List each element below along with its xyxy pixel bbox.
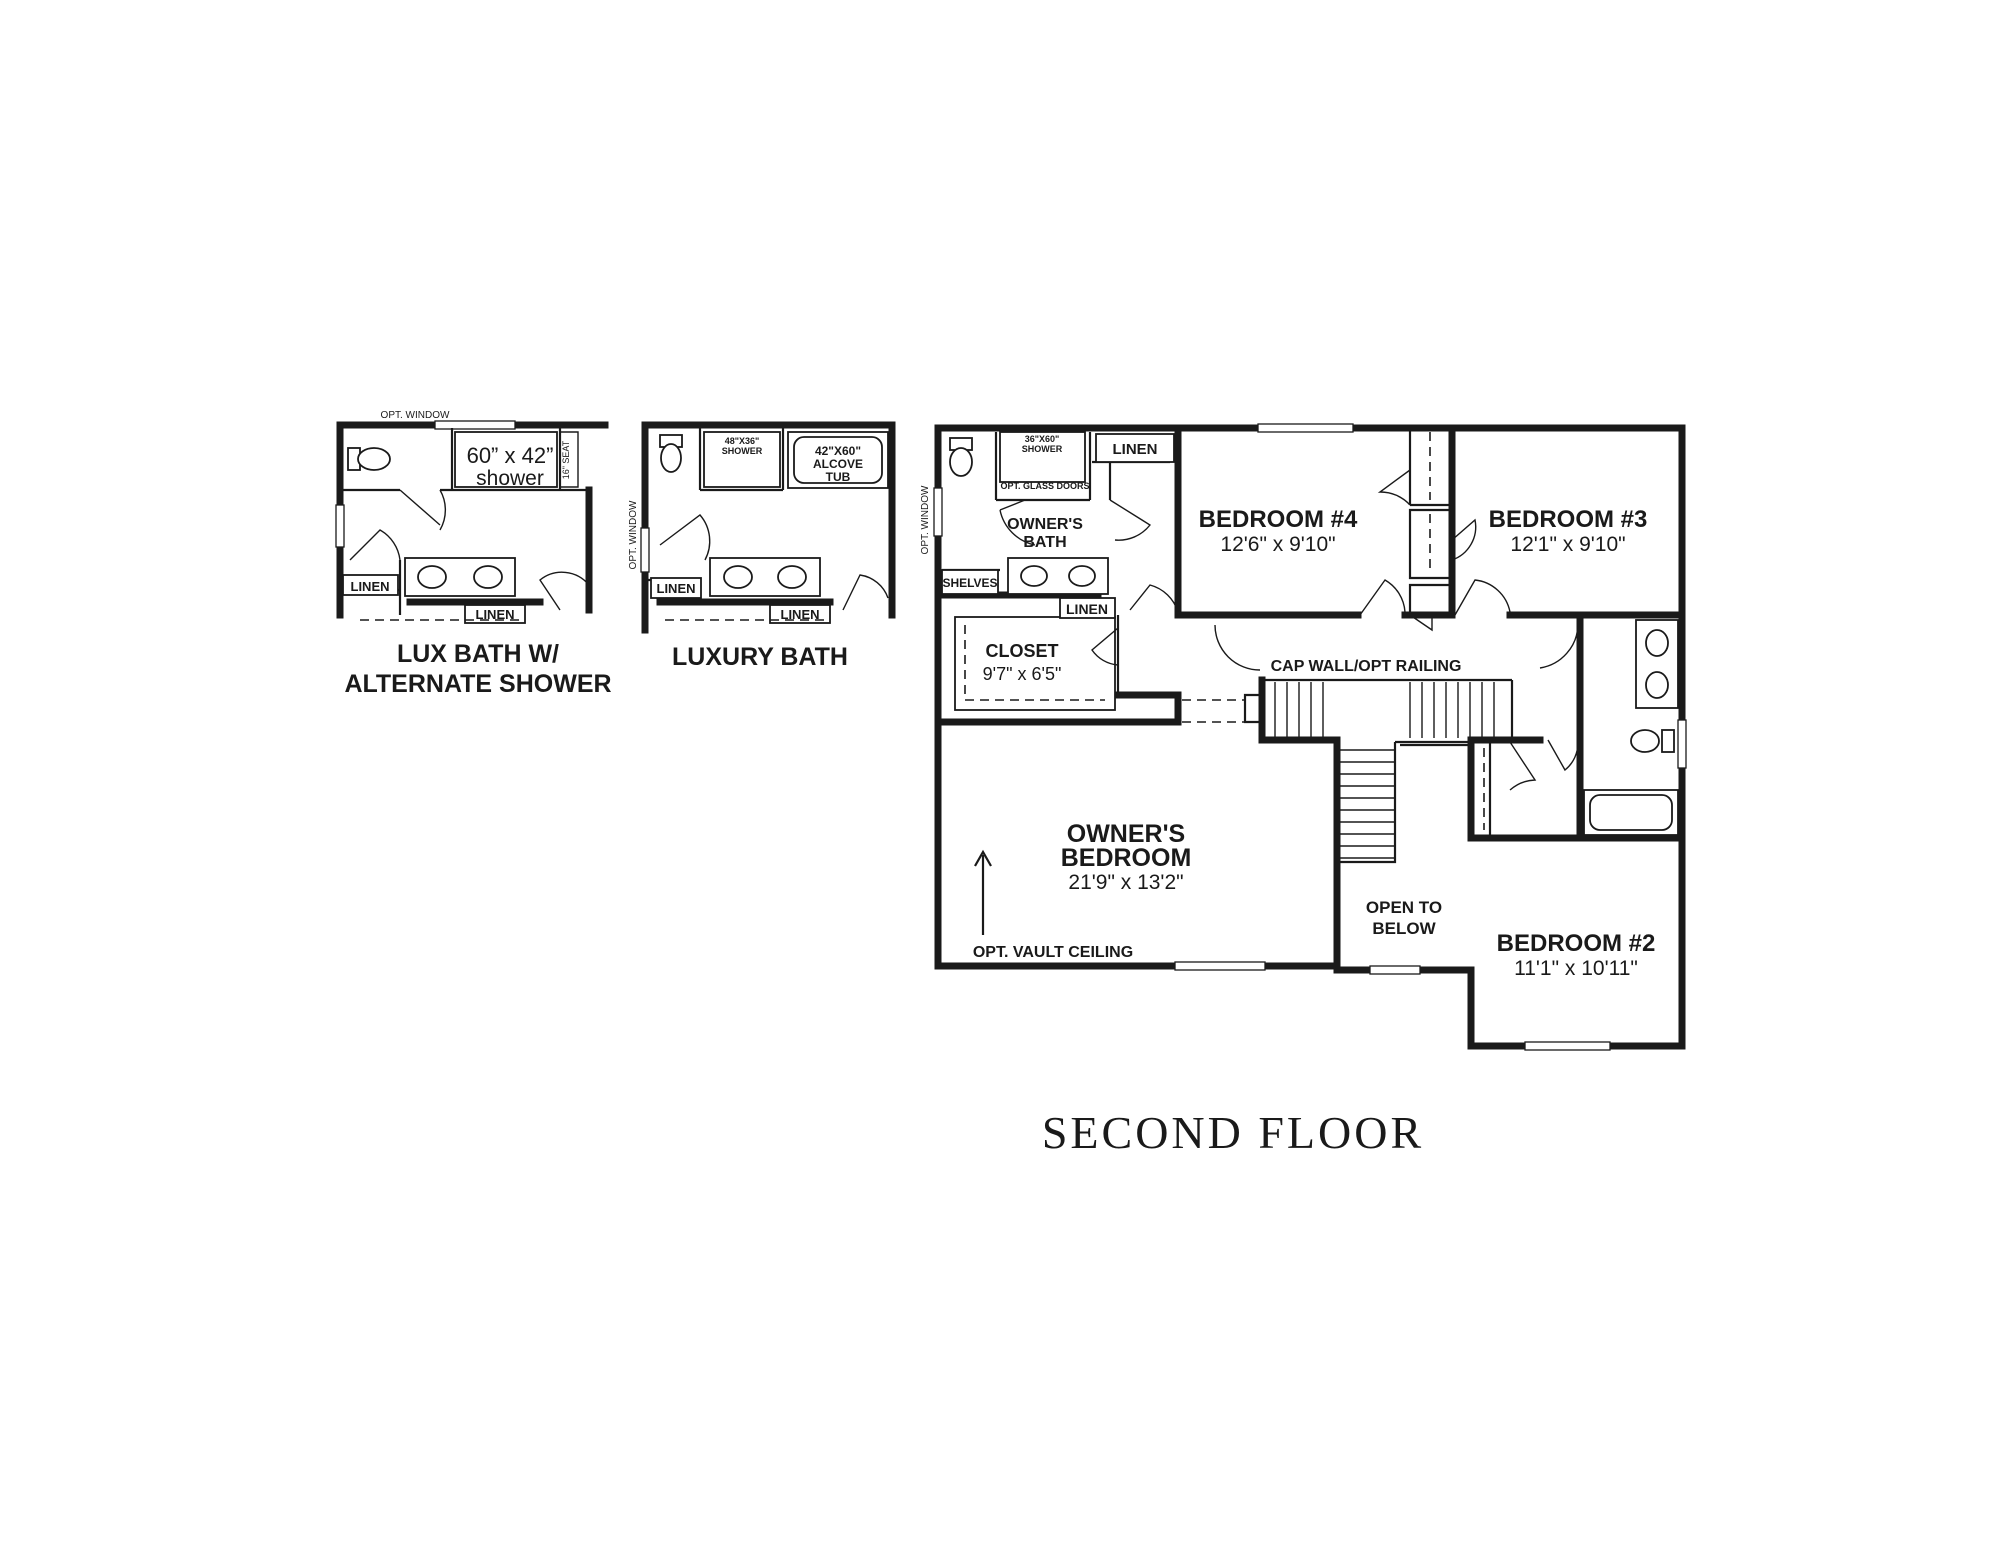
double-vanity-icon: [1635, 619, 1679, 709]
bedroom2-name: BEDROOM #2: [1497, 930, 1656, 957]
linen-box: [769, 604, 831, 624]
door-swing: [349, 529, 401, 561]
luxury-opt-window-label: OPT. WINDOW: [628, 500, 639, 569]
lux-opt-window-label: OPT. WINDOW: [381, 410, 450, 421]
cap-wall-label: CAP WALL/OPT RAILING: [1271, 658, 1462, 675]
closet-name: CLOSET: [985, 641, 1058, 661]
window-marker: [1174, 961, 1266, 971]
toilet-icon: [347, 447, 391, 471]
bedroom3-name: BEDROOM #3: [1489, 506, 1648, 533]
door-swing: [1129, 584, 1179, 613]
toilet-icon: [1630, 729, 1675, 753]
owners-bedroom-line1: OWNER'S: [1067, 820, 1185, 848]
shelves-box: [941, 569, 999, 595]
window-marker: [1369, 965, 1421, 975]
owners-bedroom-size: 21'9" x 13'2": [1068, 871, 1183, 894]
door-swing: [399, 489, 447, 531]
lux-linen-1: LINEN: [351, 579, 390, 594]
linen-box: [342, 574, 399, 596]
lux-bath-title-1: LUX BATH W/: [397, 640, 559, 668]
luxury-bath-title: LUXURY BATH: [672, 643, 848, 671]
open-below-line2: BELOW: [1372, 919, 1436, 938]
shower-icon: [454, 431, 558, 488]
door-swing: [1359, 579, 1406, 616]
bedroom3-size: 12'1" x 9'10": [1510, 533, 1625, 556]
door-swing: [1091, 627, 1119, 666]
bedroom2-size: 11'1" x 10'11": [1514, 957, 1638, 980]
window-marker: [1677, 719, 1687, 769]
linen-box: [650, 577, 702, 599]
door-swing: [1409, 614, 1433, 632]
closet-shelf-outline: [954, 616, 1116, 711]
owners-bedroom-line2: BEDROOM: [1061, 844, 1192, 872]
alcove-tub-icon: [787, 431, 889, 489]
lux-shower-size: 60” x 42”: [467, 443, 554, 468]
owners-bath-line2: BATH: [1023, 534, 1066, 551]
toilet-icon: [659, 434, 683, 473]
tub-line-3: TUB: [826, 470, 851, 484]
window-marker: [640, 527, 650, 573]
shower-icon: [999, 431, 1086, 483]
owners-glass-doors: OPT. GLASS DOORS: [1000, 481, 1089, 491]
door-swing: [1454, 579, 1511, 616]
luxury-linen-1: LINEN: [657, 581, 696, 596]
double-vanity-icon: [709, 557, 821, 597]
tub-line-1: 42"X60": [815, 444, 861, 458]
vault-arrowhead-icon: [974, 849, 992, 867]
seat-label: 16" SEAT: [561, 440, 571, 479]
plan-title: SECOND FLOOR: [1042, 1107, 1424, 1158]
owners-bedroom-vault: OPT. VAULT CEILING: [973, 944, 1133, 961]
window-marker: [335, 504, 345, 548]
owners-bath-line1: OWNER'S: [1007, 516, 1083, 533]
linen-box: [464, 604, 526, 624]
window-marker: [1257, 423, 1354, 433]
shower-icon: [703, 431, 781, 488]
door-swing: [1214, 624, 1261, 671]
window-marker: [1524, 1041, 1611, 1051]
owners-shower-word: SHOWER: [1022, 444, 1063, 454]
linen-closet-label: LINEN: [1066, 601, 1108, 617]
double-vanity-icon: [404, 557, 516, 597]
owners-shelves-label: SHELVES: [942, 576, 997, 590]
owners-shower-size: 36"X60": [1025, 434, 1060, 444]
luxury-shower-word: SHOWER: [722, 446, 763, 456]
lux-bath-title-2: ALTERNATE SHOWER: [344, 670, 611, 698]
door-swing: [1451, 518, 1477, 561]
luxury-bath-plan: OPT. WINDOW 48"X36" SHOWER 42"X60" ALCOV…: [628, 421, 896, 671]
lux-bath-alternate-shower-plan: 16" SEAT 60” x 42” shower LINEN LINEN OP…: [335, 410, 612, 698]
lux-linen-2: LINEN: [476, 607, 515, 622]
door-swing: [1109, 499, 1152, 541]
door-swing: [842, 574, 889, 611]
tub-line-2: ALCOVE: [813, 457, 863, 471]
luxury-linen-2: LINEN: [781, 607, 820, 622]
open-below-line1: OPEN TO: [1366, 898, 1442, 917]
opt-window-marker: [434, 420, 516, 430]
bathtub-icon: [1583, 789, 1679, 836]
linen-top-box: [1095, 433, 1175, 463]
linen-closet-box: [1059, 597, 1116, 619]
bedroom4-size: 12'6" x 9'10": [1220, 533, 1335, 556]
owners-bath-opt-window-label: OPT. WINDOW: [920, 485, 931, 554]
stair-treads: [1274, 682, 1495, 859]
luxury-shower-size: 48"X36": [725, 436, 760, 446]
door-swing: [539, 571, 590, 611]
door-swing: [1547, 739, 1579, 772]
door-swing: [999, 499, 1036, 546]
second-floor-main-plan: OPT. WINDOW: [920, 423, 1687, 1051]
double-vanity-icon: [1007, 557, 1109, 595]
lux-shower-word: shower: [476, 467, 544, 490]
door-swing: [1539, 624, 1579, 669]
bedroom4-name: BEDROOM #4: [1199, 506, 1358, 533]
closet-size: 9'7" x 6'5": [983, 664, 1062, 684]
door-swing: [1377, 469, 1411, 506]
linen-top-label: LINEN: [1113, 441, 1158, 458]
toilet-icon: [949, 437, 973, 477]
window-marker: [933, 487, 943, 537]
door-swing: [659, 514, 711, 561]
door-swing: [1509, 741, 1537, 791]
